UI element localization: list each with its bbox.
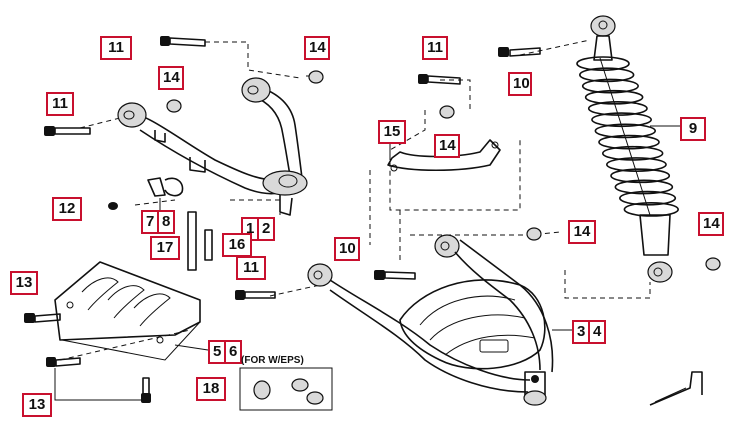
eps-note: (FOR W/EPS) bbox=[241, 355, 304, 366]
spring-coil bbox=[623, 201, 679, 217]
rods-16-17 bbox=[187, 211, 213, 271]
front-arrow-icon bbox=[649, 371, 703, 406]
callout-10-lower-bolt: 10 bbox=[334, 237, 360, 261]
bushing-set-18 bbox=[239, 367, 333, 411]
shock-absorber bbox=[576, 15, 680, 283]
callout-9-shock: 9 bbox=[680, 117, 706, 141]
clamp-7-8 bbox=[147, 177, 184, 212]
callout-16-rod: 16 bbox=[222, 233, 252, 257]
bracket-15 bbox=[387, 139, 501, 172]
nuts-14 bbox=[108, 70, 721, 271]
spring-coil bbox=[619, 190, 677, 206]
callout-3-4: 3 4 bbox=[572, 320, 606, 344]
callout-13-upper-bolt: 13 bbox=[10, 271, 38, 295]
callout-11-arm-bolt: 11 bbox=[46, 92, 74, 116]
callout-11-upper-bolt: 11 bbox=[100, 36, 132, 60]
callout-2: 2 bbox=[257, 217, 275, 241]
skid-plate bbox=[54, 261, 209, 361]
callout-14-upper-nut: 14 bbox=[304, 36, 330, 60]
callout-17-rod: 17 bbox=[150, 236, 180, 260]
upper-control-arm bbox=[117, 77, 308, 216]
callout-13-lower-bolt: 13 bbox=[22, 393, 52, 417]
callout-6: 6 bbox=[224, 340, 242, 364]
callout-14-bracket-nut: 14 bbox=[434, 134, 460, 158]
bolts-13 bbox=[24, 313, 151, 403]
spring-coil bbox=[579, 67, 635, 83]
callout-14-shock-nut: 14 bbox=[698, 212, 724, 236]
callout-4: 4 bbox=[588, 320, 606, 344]
callout-18-bushings: 18 bbox=[196, 377, 226, 401]
lower-control-arm bbox=[307, 234, 572, 406]
callout-5-6: 5 6 bbox=[208, 340, 242, 364]
assembly-lines bbox=[59, 39, 651, 361]
callout-11-lower-bolt: 11 bbox=[236, 256, 266, 280]
callout-1-2: 1 2 bbox=[241, 217, 275, 241]
spring-coil bbox=[614, 179, 674, 195]
spring-coil bbox=[610, 168, 671, 184]
callout-10-shock-bolt: 10 bbox=[508, 72, 532, 96]
bolts-11 bbox=[44, 36, 541, 300]
callout-12-nut: 12 bbox=[52, 197, 82, 221]
callout-14-lower-nut: 14 bbox=[568, 220, 596, 244]
shock-rod bbox=[599, 57, 651, 216]
spring-coil bbox=[576, 56, 630, 72]
callout-8: 8 bbox=[157, 210, 175, 234]
callout-7-8: 7 8 bbox=[141, 210, 175, 234]
callout-11-bracket-bolt: 11 bbox=[422, 36, 448, 60]
callout-14-arm-nut: 14 bbox=[158, 66, 184, 90]
spring-coil bbox=[581, 78, 639, 94]
callout-15-bracket: 15 bbox=[378, 120, 406, 144]
coil-spring bbox=[576, 56, 679, 217]
